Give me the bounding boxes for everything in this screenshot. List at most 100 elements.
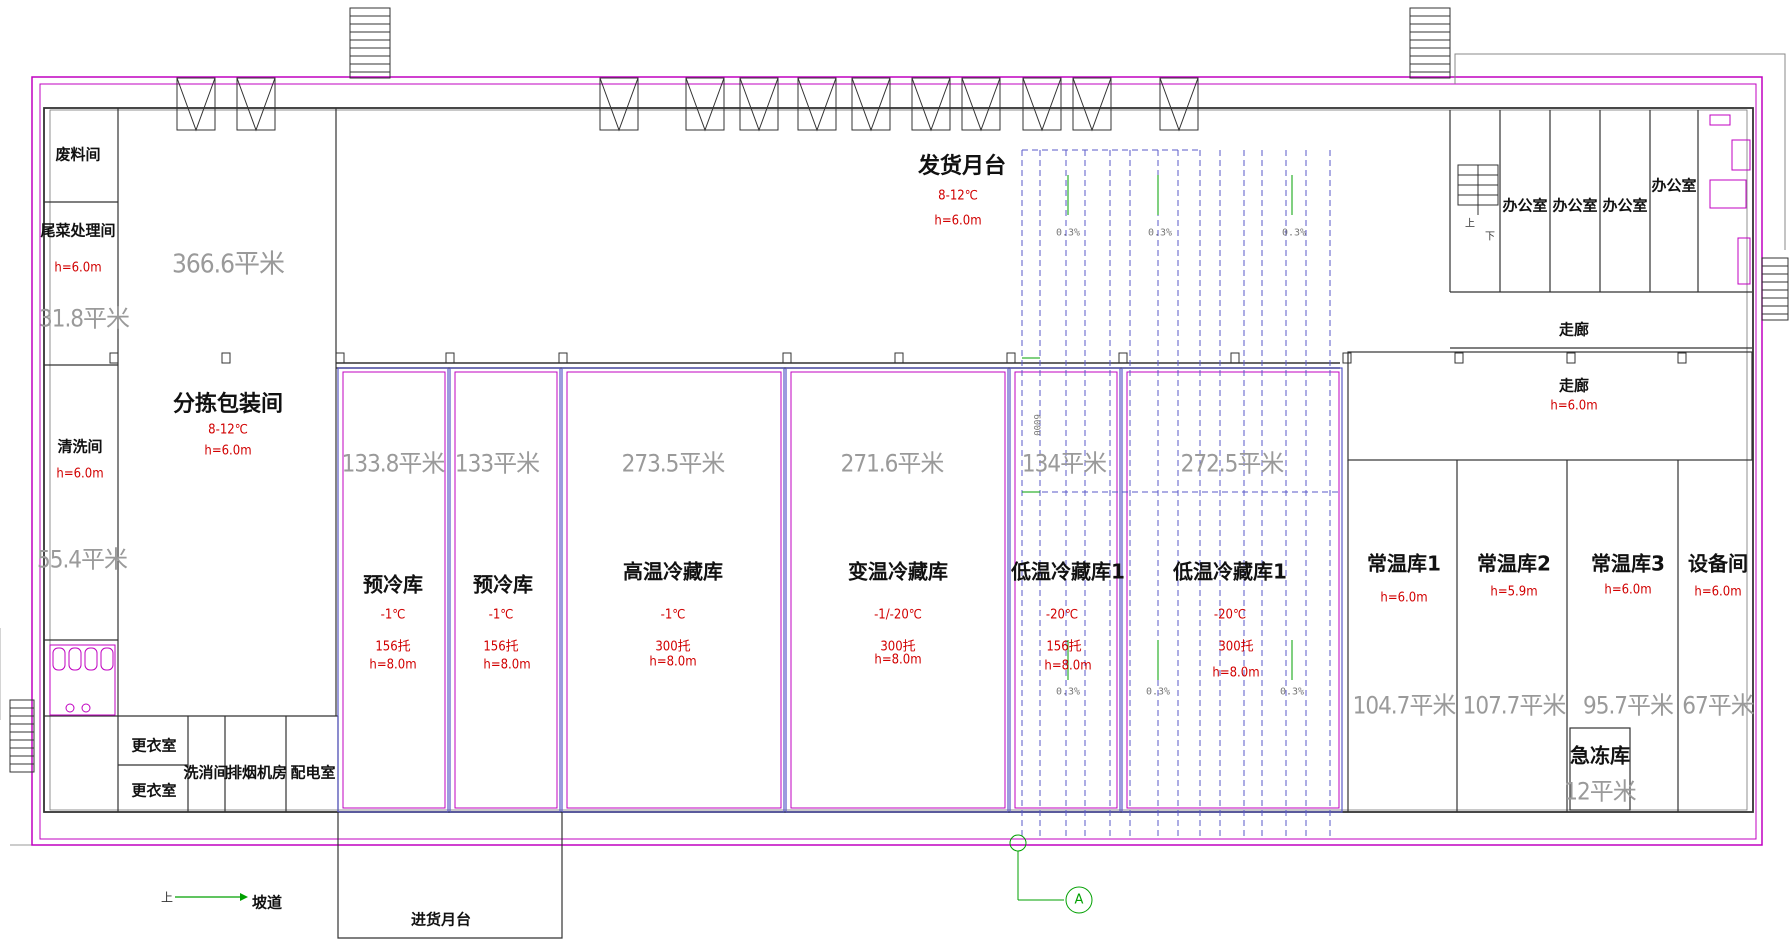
stair-left — [9, 699, 35, 773]
room-lowtemp1-name: 低温冷藏库1 — [1011, 559, 1125, 584]
toilet-fixtures — [49, 644, 116, 716]
room-inbound-name: 进货月台 — [410, 910, 472, 929]
room-normal3-name: 常温库3 — [1591, 551, 1665, 576]
room-dispatch-name: 发货月台 — [917, 154, 1007, 179]
room-precool1-height: h=8.0m — [369, 657, 417, 673]
room-normal1-height: h=6.0m — [1380, 590, 1428, 606]
room-lowtemp2-temp: -20℃ — [1213, 607, 1247, 623]
room-corridor1-name: 走廊 — [1558, 320, 1590, 339]
ramp-arrow — [175, 893, 248, 901]
room-normal2-height: h=5.9m — [1490, 584, 1538, 600]
axis-marker — [1009, 834, 1093, 914]
slope-label-2: 0.3% — [1147, 227, 1173, 239]
room-office3-name: 办公室 — [1602, 196, 1648, 215]
room-normal2-name: 常温库2 — [1477, 551, 1551, 576]
room-locker1-name: 更衣室 — [131, 736, 177, 755]
wc-fixtures-right — [1709, 114, 1751, 285]
office-stair — [1457, 164, 1499, 215]
room-dispatch-temp: 8-12℃ — [938, 188, 978, 204]
room-sorting-temp: 8-12℃ — [208, 422, 248, 438]
room-equip-name: 设备间 — [1688, 551, 1748, 576]
room-wash-height: h=6.0m — [56, 466, 104, 482]
slope-label-3: 0.3% — [1281, 227, 1307, 239]
room-normal1-name: 常温库1 — [1367, 551, 1441, 576]
room-power-name: 配电室 — [290, 763, 336, 782]
dimension-vertical: 6000 — [1031, 414, 1041, 436]
room-wash-area: 55.4平米 — [36, 545, 128, 574]
ramp-label: 坡道 — [251, 893, 283, 912]
room-quickfreeze-name: 急冻库 — [1570, 743, 1630, 768]
slope-arrows — [1022, 175, 1293, 680]
room-quickfreeze-area: 12平米 — [1564, 777, 1636, 806]
stair-down-label: 下 — [1485, 231, 1495, 243]
room-vartemp-area: 271.6平米 — [840, 449, 945, 478]
columns — [109, 352, 1687, 364]
room-sorting-area: 366.6平米 — [172, 249, 285, 280]
room-normal3-area: 95.7平米 — [1582, 691, 1674, 720]
room-smoke-name: 排烟机房 — [226, 763, 288, 782]
room-locker2-name: 更衣室 — [131, 781, 177, 800]
room-office1-name: 办公室 — [1502, 196, 1548, 215]
room-lowtemp1-height: h=8.0m — [1044, 658, 1092, 674]
room-sorting-name: 分拣包装间 — [172, 392, 284, 417]
room-sorting-height: h=6.0m — [204, 443, 252, 459]
room-hightemp-name: 高温冷藏库 — [623, 559, 723, 584]
outer-boundary — [31, 76, 1763, 846]
room-precool1-cap: 156托 — [375, 639, 411, 655]
room-tail-name: 尾菜处理间 — [40, 221, 116, 240]
slope-label-4: 0.3% — [1055, 686, 1081, 698]
room-normal3-height: h=6.0m — [1604, 582, 1652, 598]
room-lowtemp2-height: h=8.0m — [1212, 665, 1260, 681]
ramp-up-label: 上 — [160, 890, 174, 905]
room-precool1-name: 预冷库 — [363, 572, 423, 597]
room-dispatch-height: h=6.0m — [934, 213, 982, 229]
room-disinfect-name: 洗消间 — [183, 763, 229, 782]
room-lowtemp2-cap: 300托 — [1218, 639, 1254, 655]
room-lowtemp2-area: 272.5平米 — [1180, 449, 1285, 478]
room-tail-height: h=6.0m — [54, 260, 102, 276]
stair-top-left — [349, 7, 391, 79]
room-office2-name: 办公室 — [1552, 196, 1598, 215]
room-precool1-temp: -1℃ — [380, 607, 406, 623]
slope-label-1: 0.3% — [1055, 227, 1081, 239]
room-equip-area: 67平米 — [1682, 691, 1754, 720]
room-precool2-area: 133平米 — [454, 449, 540, 478]
room-precool2-cap: 156托 — [483, 639, 519, 655]
room-hightemp-temp: -1℃ — [660, 607, 686, 623]
slope-label-6: 0.3% — [1279, 686, 1305, 698]
slope-label-5: 0.3% — [1145, 686, 1171, 698]
room-corridor2-height: h=6.0m — [1550, 398, 1598, 414]
room-vartemp-height: h=8.0m — [874, 652, 922, 668]
rack-lines — [1021, 149, 1340, 840]
room-lowtemp1-area: 134平米 — [1021, 449, 1107, 478]
inbound-platform — [337, 812, 563, 939]
stair-top-right — [1409, 7, 1451, 79]
dock-doors — [176, 77, 1199, 132]
stair-right — [1761, 257, 1789, 321]
room-equip-height: h=6.0m — [1694, 584, 1742, 600]
room-precool2-name: 预冷库 — [473, 572, 533, 597]
room-lowtemp1-temp: -20℃ — [1045, 607, 1079, 623]
stair-up-label: 上 — [1465, 218, 1475, 230]
room-lowtemp1-cap: 156托 — [1046, 639, 1082, 655]
room-wash-name: 清洗间 — [57, 437, 103, 456]
room-vartemp-name: 变温冷藏库 — [848, 559, 948, 584]
room-hightemp-cap: 300托 — [655, 639, 691, 655]
room-normal1-area: 104.7平米 — [1352, 691, 1457, 720]
room-precool1-area: 133.8平米 — [341, 449, 446, 478]
room-corridor2-name: 走廊 — [1558, 376, 1590, 395]
room-vartemp-cap: 300托 — [880, 639, 916, 655]
room-office4-name: 办公室 — [1651, 176, 1697, 195]
room-hightemp-area: 273.5平米 — [621, 449, 726, 478]
room-vartemp-temp: -1/-20℃ — [874, 607, 922, 623]
room-tail-area: 31.8平米 — [38, 304, 130, 333]
room-hightemp-height: h=8.0m — [649, 654, 697, 670]
axis-label: A — [1074, 892, 1084, 908]
room-precool2-height: h=8.0m — [483, 657, 531, 673]
room-normal2-area: 107.7平米 — [1462, 691, 1567, 720]
room-lowtemp2-name: 低温冷藏库1 — [1173, 559, 1287, 584]
room-precool2-temp: -1℃ — [488, 607, 514, 623]
room-waste-name: 废料间 — [55, 145, 101, 164]
